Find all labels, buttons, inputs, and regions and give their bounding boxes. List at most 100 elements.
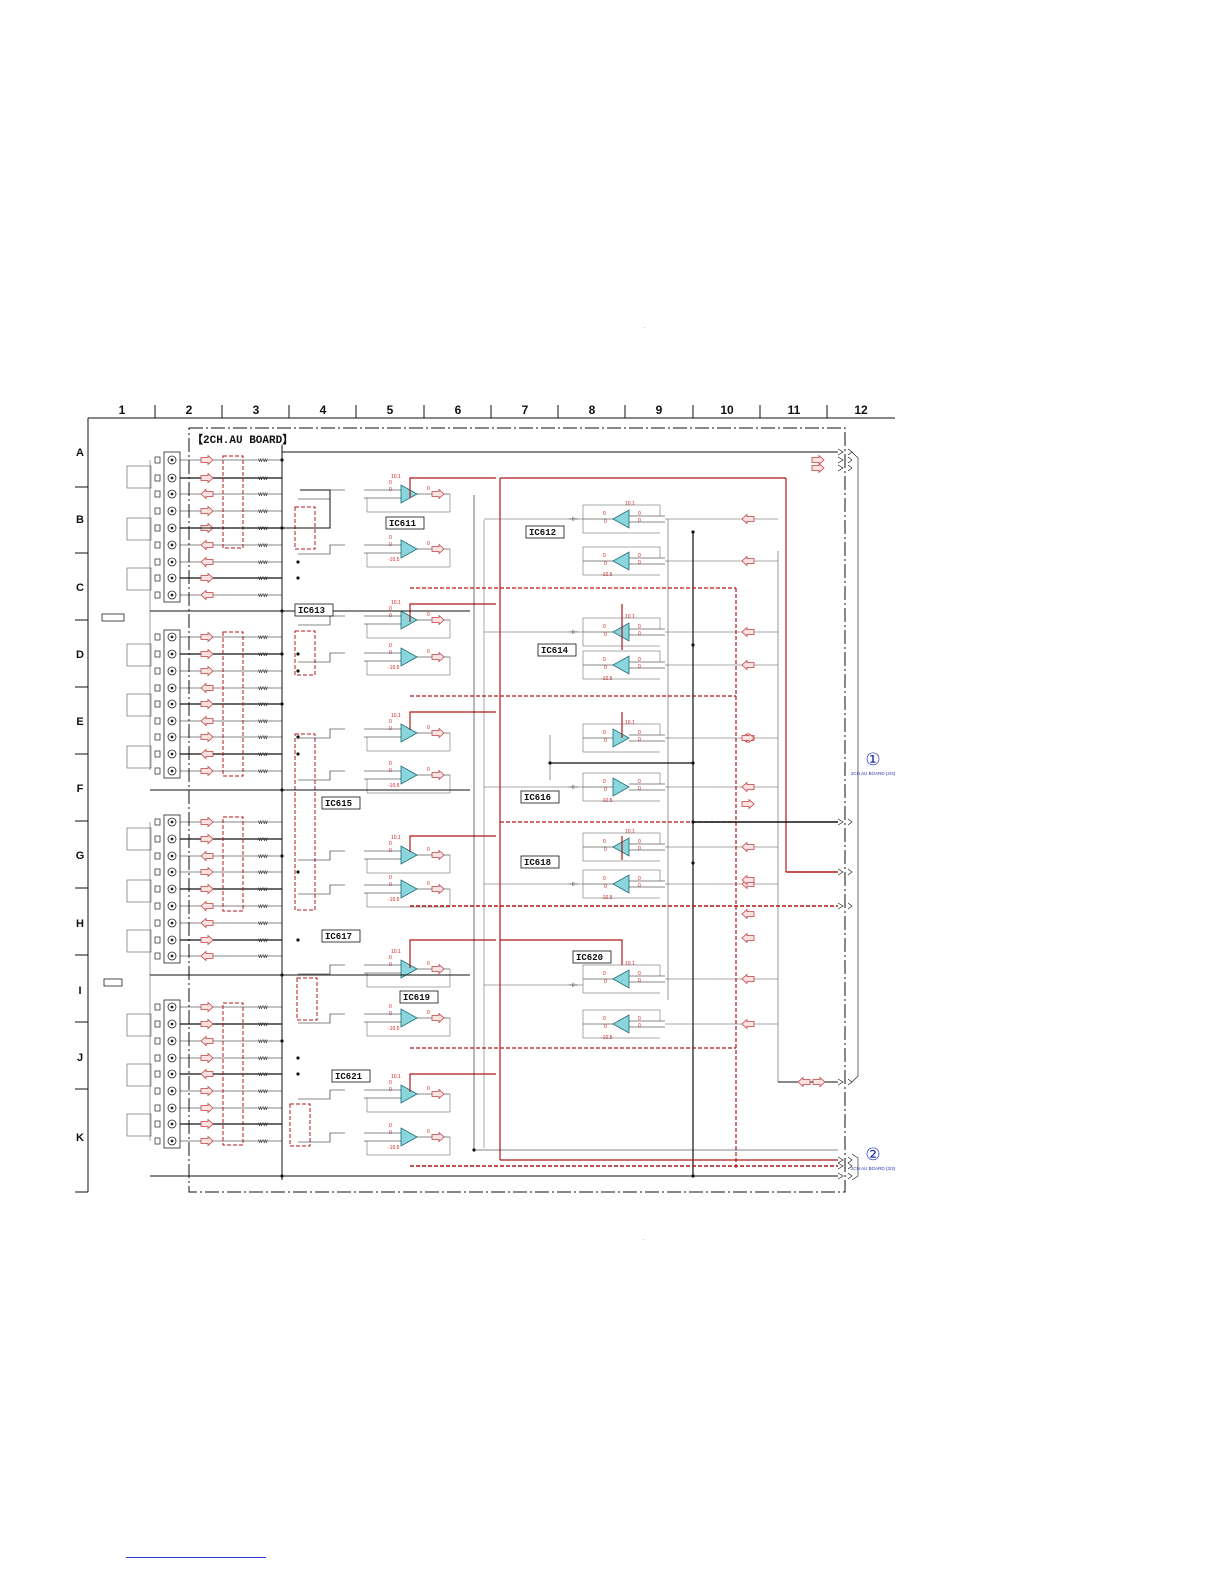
connector-pin bbox=[847, 448, 853, 456]
connector-pin bbox=[847, 1172, 853, 1180]
junction-dot bbox=[691, 530, 695, 534]
connector-pin bbox=[847, 868, 853, 876]
op-amp bbox=[400, 765, 418, 785]
voltage-label: 0 bbox=[638, 518, 641, 524]
pin-square bbox=[154, 767, 161, 775]
wire bbox=[366, 969, 451, 988]
jack-terminal bbox=[167, 683, 177, 693]
signal-in-arrow bbox=[200, 749, 214, 759]
wire bbox=[366, 620, 451, 639]
signal-out-arrow bbox=[200, 473, 214, 483]
signal-arrow bbox=[741, 799, 755, 809]
frame-marker bbox=[103, 978, 123, 987]
jack-terminal bbox=[167, 884, 177, 894]
junction-dot bbox=[296, 1056, 300, 1060]
column-number: 12 bbox=[854, 403, 868, 417]
jack-housing bbox=[126, 567, 152, 591]
wire bbox=[298, 964, 345, 975]
wire bbox=[582, 1024, 660, 1039]
junction-dot bbox=[691, 820, 695, 824]
voltage-label: -10.5 bbox=[388, 897, 400, 903]
voltage-label: 0 bbox=[389, 841, 392, 847]
resistor-symbol: ww bbox=[258, 718, 268, 725]
junction-dot bbox=[691, 643, 695, 647]
wire bbox=[298, 884, 345, 895]
ic-label: IC612 bbox=[529, 528, 556, 538]
filter-block bbox=[222, 455, 244, 549]
junction-dot bbox=[296, 652, 300, 656]
column-number: 6 bbox=[455, 403, 462, 417]
voltage-label: 0 bbox=[638, 657, 641, 663]
resistor-symbol: ww bbox=[258, 651, 268, 658]
signal-in-arrow bbox=[200, 1036, 214, 1046]
ic-label: IC614 bbox=[541, 646, 569, 656]
junction-dot bbox=[691, 861, 695, 865]
wire bbox=[366, 855, 451, 874]
column-number: 3 bbox=[253, 403, 260, 417]
signal-out-arrow bbox=[431, 489, 445, 499]
resistor-symbol: ww bbox=[258, 1138, 268, 1145]
jack-terminal bbox=[167, 557, 177, 567]
voltage-label: 10.1 bbox=[625, 614, 635, 620]
wire bbox=[582, 869, 661, 884]
wire bbox=[298, 770, 345, 781]
signal-in-arrow bbox=[200, 489, 214, 499]
signal-in-arrow bbox=[741, 660, 755, 670]
resistor-symbol: ww bbox=[258, 853, 268, 860]
voltage-label: 0 bbox=[603, 779, 606, 785]
junction-dot bbox=[296, 560, 300, 564]
resistor-symbol: ww bbox=[258, 457, 268, 464]
pin-square bbox=[154, 1037, 161, 1045]
signal-out-arrow bbox=[200, 935, 214, 945]
pin-square bbox=[154, 750, 161, 758]
pin-square bbox=[154, 1054, 161, 1062]
junction-dot bbox=[280, 652, 284, 656]
jack-housing bbox=[126, 1013, 152, 1037]
wire bbox=[298, 652, 345, 663]
voltage-label: -10.5 bbox=[388, 1026, 400, 1032]
voltage-label: 0 bbox=[604, 847, 607, 853]
jack-terminal bbox=[167, 1019, 177, 1029]
voltage-label: 0 bbox=[427, 881, 430, 887]
ic-label: IC617 bbox=[325, 932, 352, 942]
pin-square bbox=[154, 700, 161, 708]
voltage-label: 10.1 bbox=[625, 961, 635, 967]
pin-square bbox=[154, 1137, 161, 1145]
junction-dot bbox=[296, 752, 300, 756]
wire bbox=[409, 477, 496, 498]
pin-square bbox=[154, 919, 161, 927]
column-number: 7 bbox=[522, 403, 529, 417]
pin-square bbox=[154, 541, 161, 549]
op-amp bbox=[612, 655, 630, 675]
connector-pin bbox=[837, 818, 844, 826]
jack-terminal bbox=[167, 523, 177, 533]
voltage-label: 10.1 bbox=[391, 1074, 401, 1080]
resistor-symbol: ww bbox=[258, 953, 268, 960]
pin-square bbox=[154, 1087, 161, 1095]
wire bbox=[582, 632, 660, 647]
ic-label: IC619 bbox=[403, 993, 430, 1003]
signal-in-arrow bbox=[200, 716, 214, 726]
pin-square bbox=[154, 558, 161, 566]
junction-dot bbox=[548, 761, 552, 765]
wire bbox=[298, 489, 345, 500]
row-letter: I bbox=[78, 985, 81, 997]
junction-dot bbox=[472, 1148, 476, 1152]
op-amp bbox=[400, 879, 418, 899]
wire bbox=[582, 546, 661, 561]
signal-in-arrow bbox=[741, 842, 755, 852]
resistor-symbol: ww bbox=[258, 1021, 268, 1028]
signal-out-arrow bbox=[431, 1013, 445, 1023]
connector-pin bbox=[837, 1156, 844, 1164]
junction-dot bbox=[296, 938, 300, 942]
op-amp bbox=[400, 723, 418, 743]
voltage-label: 0 bbox=[638, 971, 641, 977]
signal-out-arrow bbox=[200, 649, 214, 659]
pin-square bbox=[154, 667, 161, 675]
filter-block bbox=[294, 630, 316, 676]
svg-text:.: . bbox=[643, 1236, 644, 1242]
jack-terminal bbox=[167, 851, 177, 861]
connector-bracket bbox=[851, 1153, 859, 1181]
jack-terminal bbox=[167, 590, 177, 600]
signal-out-arrow bbox=[200, 1103, 214, 1113]
